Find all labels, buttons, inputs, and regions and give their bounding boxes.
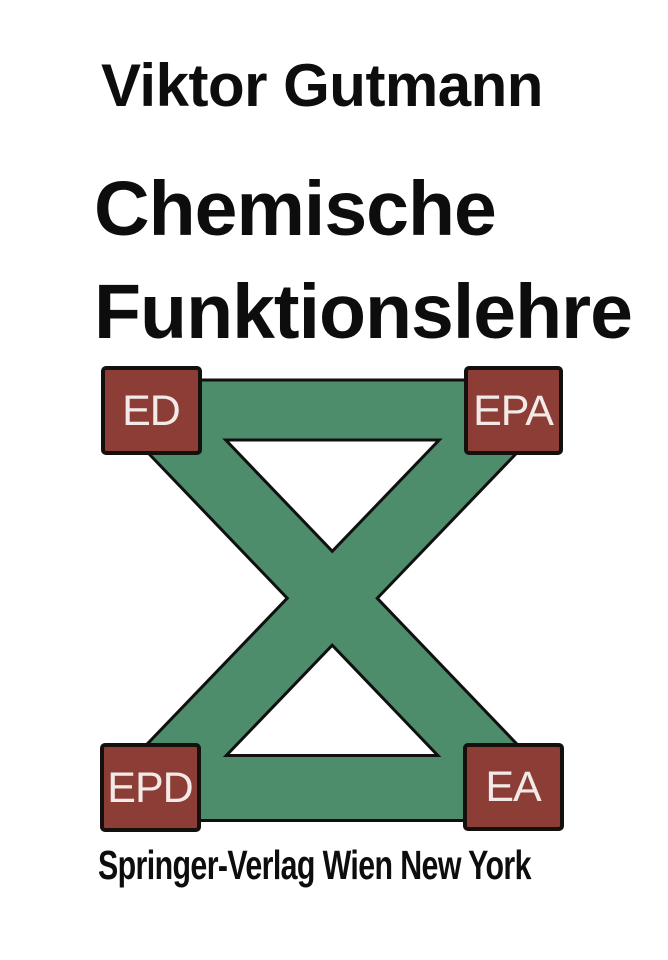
author-name: Viktor Gutmann <box>101 52 543 119</box>
node-ea-box <box>463 743 564 831</box>
band-fills <box>128 381 536 819</box>
title-line-1: Chemische <box>94 166 497 252</box>
node-epd-box <box>100 743 201 832</box>
node-epa-label: EPA <box>473 387 554 435</box>
node-ed-label: ED <box>122 387 180 435</box>
publisher-line: Springer-Verlag Wien New York <box>98 842 531 888</box>
book-title: Chemische Funktionslehre <box>94 158 633 364</box>
diagonal-epa-epd-band <box>128 388 536 809</box>
node-epa-box <box>464 366 563 455</box>
node-ea-label: EA <box>485 763 542 811</box>
title-line-2: Funktionslehre <box>94 269 633 355</box>
node-ed-box <box>101 366 202 455</box>
diagram-nodes: ED EPA EPD EA <box>100 366 564 832</box>
node-epd-label: EPD <box>107 764 192 812</box>
